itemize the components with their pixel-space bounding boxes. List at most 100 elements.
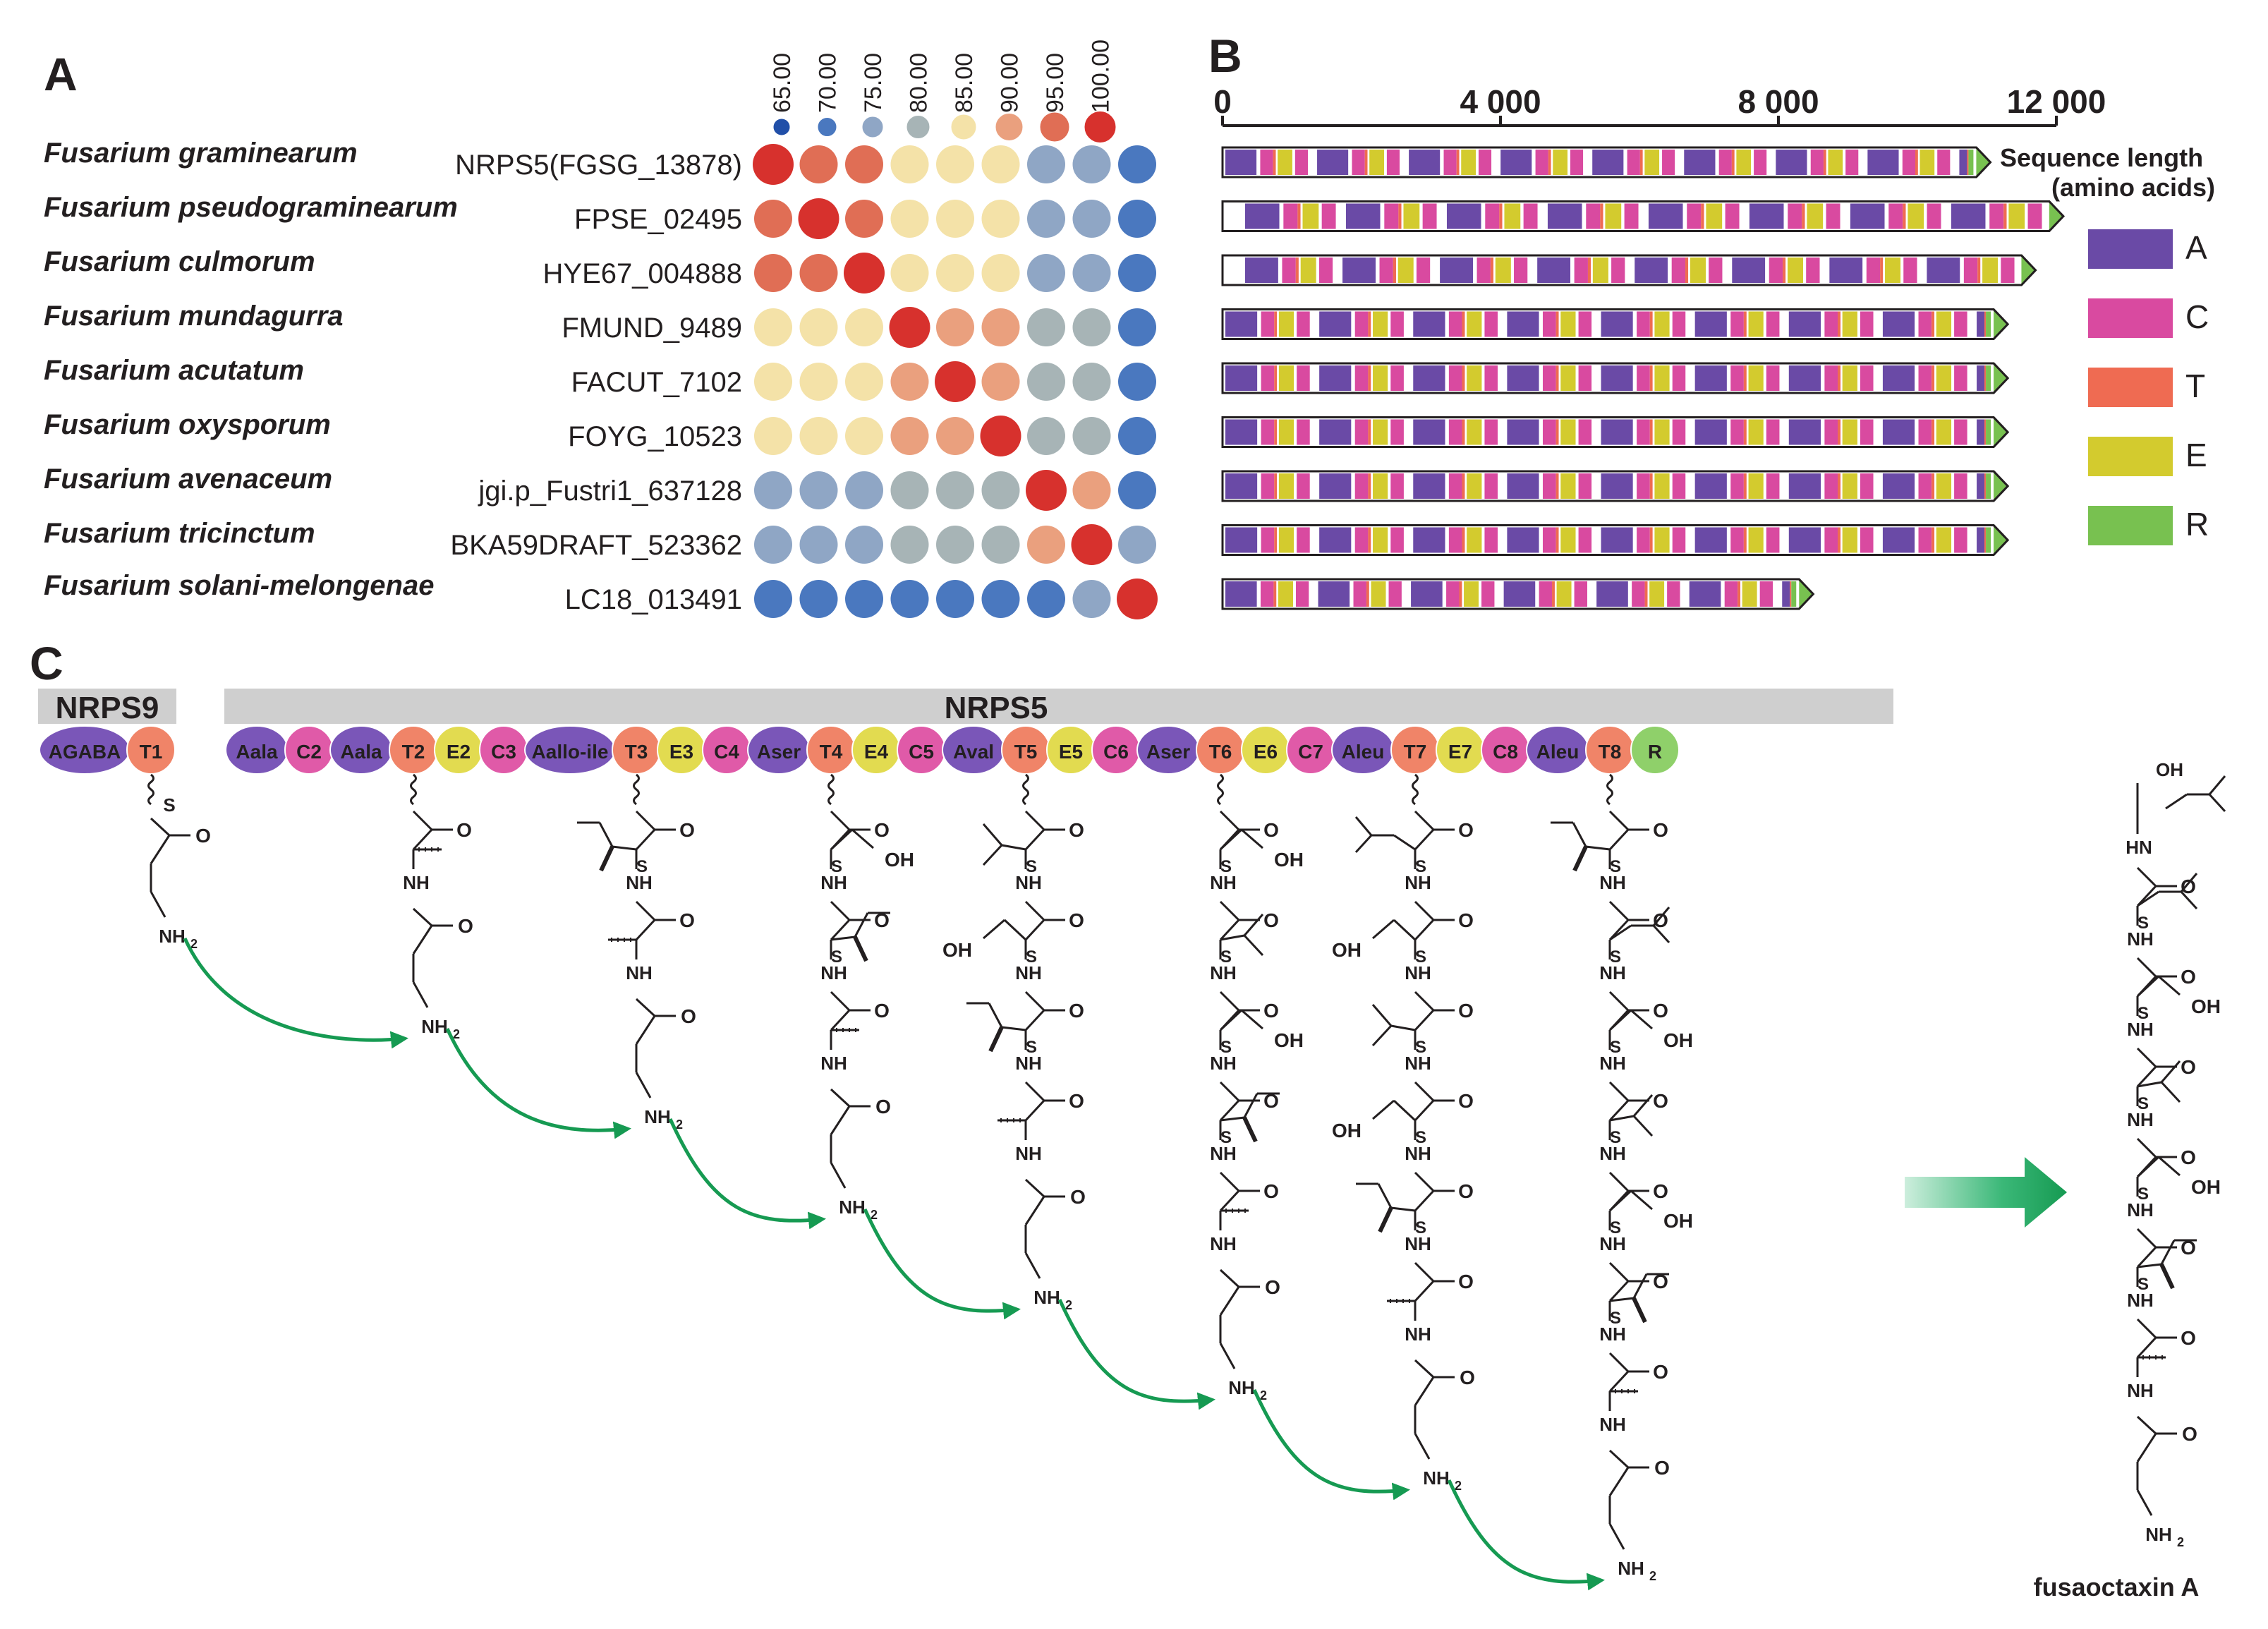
domain-A — [1592, 150, 1624, 175]
identity-dot — [980, 416, 1021, 456]
domain-C — [1354, 473, 1369, 499]
domain-A — [1319, 419, 1352, 445]
domain-C — [1379, 258, 1393, 283]
atom-label: O — [679, 819, 695, 841]
identity-dot — [1027, 145, 1065, 183]
atom-label: O — [2181, 1327, 2196, 1349]
bond — [1243, 914, 1264, 936]
domain-gap — [1746, 365, 1749, 391]
domain-gap — [1726, 473, 1731, 499]
domain-C — [1390, 365, 1404, 391]
atom-label: NH — [626, 872, 653, 893]
domain-C — [1539, 581, 1553, 607]
domain-C — [1632, 581, 1645, 607]
domain-C — [1476, 258, 1491, 283]
domain-label: T2 — [402, 741, 425, 763]
domain-gap — [1498, 419, 1508, 445]
gene-id: HYE67_004888 — [543, 258, 742, 289]
atom-label: NH — [820, 1053, 847, 1074]
bond — [2160, 1081, 2181, 1103]
identity-dot — [936, 417, 974, 455]
domain-T — [1274, 419, 1278, 445]
domain-A — [1732, 258, 1766, 283]
atom-label: O — [679, 909, 695, 931]
domain-C — [1390, 311, 1404, 337]
domain-A — [1507, 365, 1539, 391]
atom-label: O — [1654, 1457, 1670, 1479]
domain-gap — [1857, 527, 1860, 553]
domain-C — [1574, 581, 1588, 607]
bond — [635, 1072, 652, 1098]
elongation-arrow — [183, 937, 408, 1049]
domain-A — [1882, 527, 1915, 553]
domain-gap — [1277, 419, 1279, 445]
domain-E — [1467, 311, 1482, 337]
domain-E — [1495, 258, 1511, 283]
identity-dot — [1118, 417, 1156, 455]
domain-C — [1448, 365, 1462, 391]
domain-gap — [1858, 150, 1868, 175]
atom-label: S — [1415, 1128, 1426, 1147]
domain-A — [1694, 527, 1727, 553]
domain-E — [1748, 527, 1764, 553]
domain-gap — [1575, 311, 1579, 337]
domain-E — [1885, 258, 1901, 283]
gene-id: FMUND_9489 — [562, 313, 742, 344]
domain-gap — [1400, 150, 1409, 175]
bond — [635, 1015, 656, 1045]
domain-gap — [1369, 581, 1371, 607]
domain-T — [1639, 150, 1643, 175]
domain-C — [1542, 527, 1556, 553]
bar-outline — [1221, 416, 2010, 448]
domain-E — [1982, 258, 1999, 283]
domain-A — [1959, 150, 1967, 175]
identity-dot — [1026, 470, 1067, 511]
bond — [1024, 900, 1045, 921]
identity-dot — [890, 417, 929, 455]
domain-gap — [2025, 203, 2028, 229]
bond — [830, 935, 856, 941]
atom-label: NH — [2127, 1109, 2154, 1130]
species-name: Fusarium graminearum — [44, 138, 358, 169]
domain-gap — [1857, 311, 1860, 337]
domain-R-tip — [1994, 365, 2007, 392]
bond — [1219, 810, 1240, 831]
bond — [1652, 907, 1670, 926]
domain-bar — [1221, 308, 2010, 340]
domain-gap — [1757, 581, 1760, 607]
domain-A — [1829, 258, 1863, 283]
identity-dot — [799, 417, 838, 455]
bond — [2136, 1415, 2157, 1435]
domain-gap — [1841, 527, 1843, 553]
identity-dot — [754, 471, 792, 509]
domain-gap — [1726, 527, 1731, 553]
domain-gap — [1917, 258, 1927, 283]
domain-C — [1860, 311, 1874, 337]
domain-label: E4 — [864, 741, 889, 763]
bond — [1372, 919, 1395, 940]
domain-T: T4 — [806, 725, 856, 775]
bond — [2160, 1240, 2176, 1265]
domain-gap — [1898, 150, 1903, 175]
atom-label: NH — [1033, 1287, 1060, 1308]
domain-gap — [1465, 527, 1467, 553]
bond — [1414, 1099, 1435, 1122]
domain-gap — [1481, 527, 1485, 553]
domain-T — [1368, 365, 1371, 391]
domain-gap — [1917, 150, 1920, 175]
domain-A — [1319, 527, 1352, 553]
domain-T — [1932, 311, 1935, 337]
domain-C — [1542, 311, 1556, 337]
bond — [412, 907, 433, 927]
domain-gap — [1309, 581, 1318, 607]
bond — [1632, 1273, 1648, 1299]
bond — [830, 900, 851, 921]
domain-gap — [1481, 473, 1485, 499]
domain-gap — [1445, 419, 1449, 445]
domain-C — [1297, 419, 1310, 445]
domain-gap — [1257, 527, 1261, 553]
bond — [1608, 1099, 1630, 1122]
domain-T — [1783, 258, 1786, 283]
domain-gap — [1539, 473, 1543, 499]
